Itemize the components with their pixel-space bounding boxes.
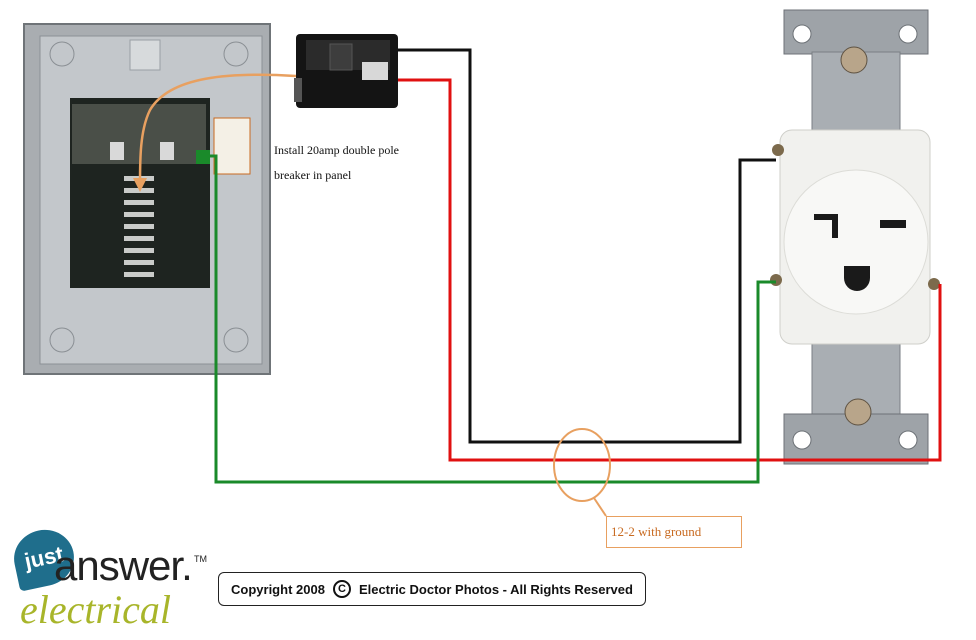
bus-top [72,104,206,164]
mount-hole [898,430,918,450]
install-arrowhead [133,178,147,192]
logo-electrical-text: electrical [20,587,172,632]
breaker-note-line1: Install 20amp double pole [274,143,399,157]
electrical-panel [23,23,271,375]
logo-answer-text: answer. [54,542,193,589]
knockout [223,41,249,67]
receptacle-face [783,169,929,315]
breaker-note-line2: breaker in panel [274,168,352,182]
breaker-terminal-left [294,78,302,102]
mount-hole [792,24,812,44]
terminal-screw-left-top [772,144,784,156]
terminal-screw-right [928,278,940,290]
knockout [49,327,75,353]
receptacle [770,9,940,465]
double-pole-breaker [294,34,398,108]
callout-leader [593,497,607,517]
screw-icon [844,398,872,426]
copyright-icon: C [332,580,351,598]
ground-hole [844,266,870,291]
cable-note: 12-2 with ground [611,524,702,539]
knockout [49,41,75,67]
ground-bar [196,150,210,164]
breaker-handle [329,43,353,71]
panel-warning-label [213,117,251,175]
terminal-screw-left-bottom [770,274,782,286]
green-ground-wire [204,154,776,484]
black-hot-wire [398,48,776,444]
cable-highlight-circle [553,428,611,502]
red-hot-wire [398,78,942,462]
justanswer-logo: just answer. TM electrical [6,524,214,638]
main-lug-right [160,142,174,160]
main-lug-left [110,142,124,160]
copyright-banner: Copyright 2008 C Electric Doctor Photos … [218,572,646,606]
cable-callout: 12-2 with ground [606,516,742,548]
breaker-slots [124,176,154,277]
slot-right [880,220,906,228]
knockout [223,327,249,353]
install-arrow [138,73,297,185]
screw-icon [840,46,868,74]
copyright-owner: Electric Doctor Photos - All Rights Rese… [358,581,633,597]
logo-trademark: TM [194,554,207,564]
mount-hole [898,24,918,44]
panel-label-plate [129,39,161,71]
copyright-year: Copyright 2008 [231,581,325,597]
mount-hole [792,430,812,450]
breaker-label [362,62,388,80]
slot-left-t [814,214,838,238]
